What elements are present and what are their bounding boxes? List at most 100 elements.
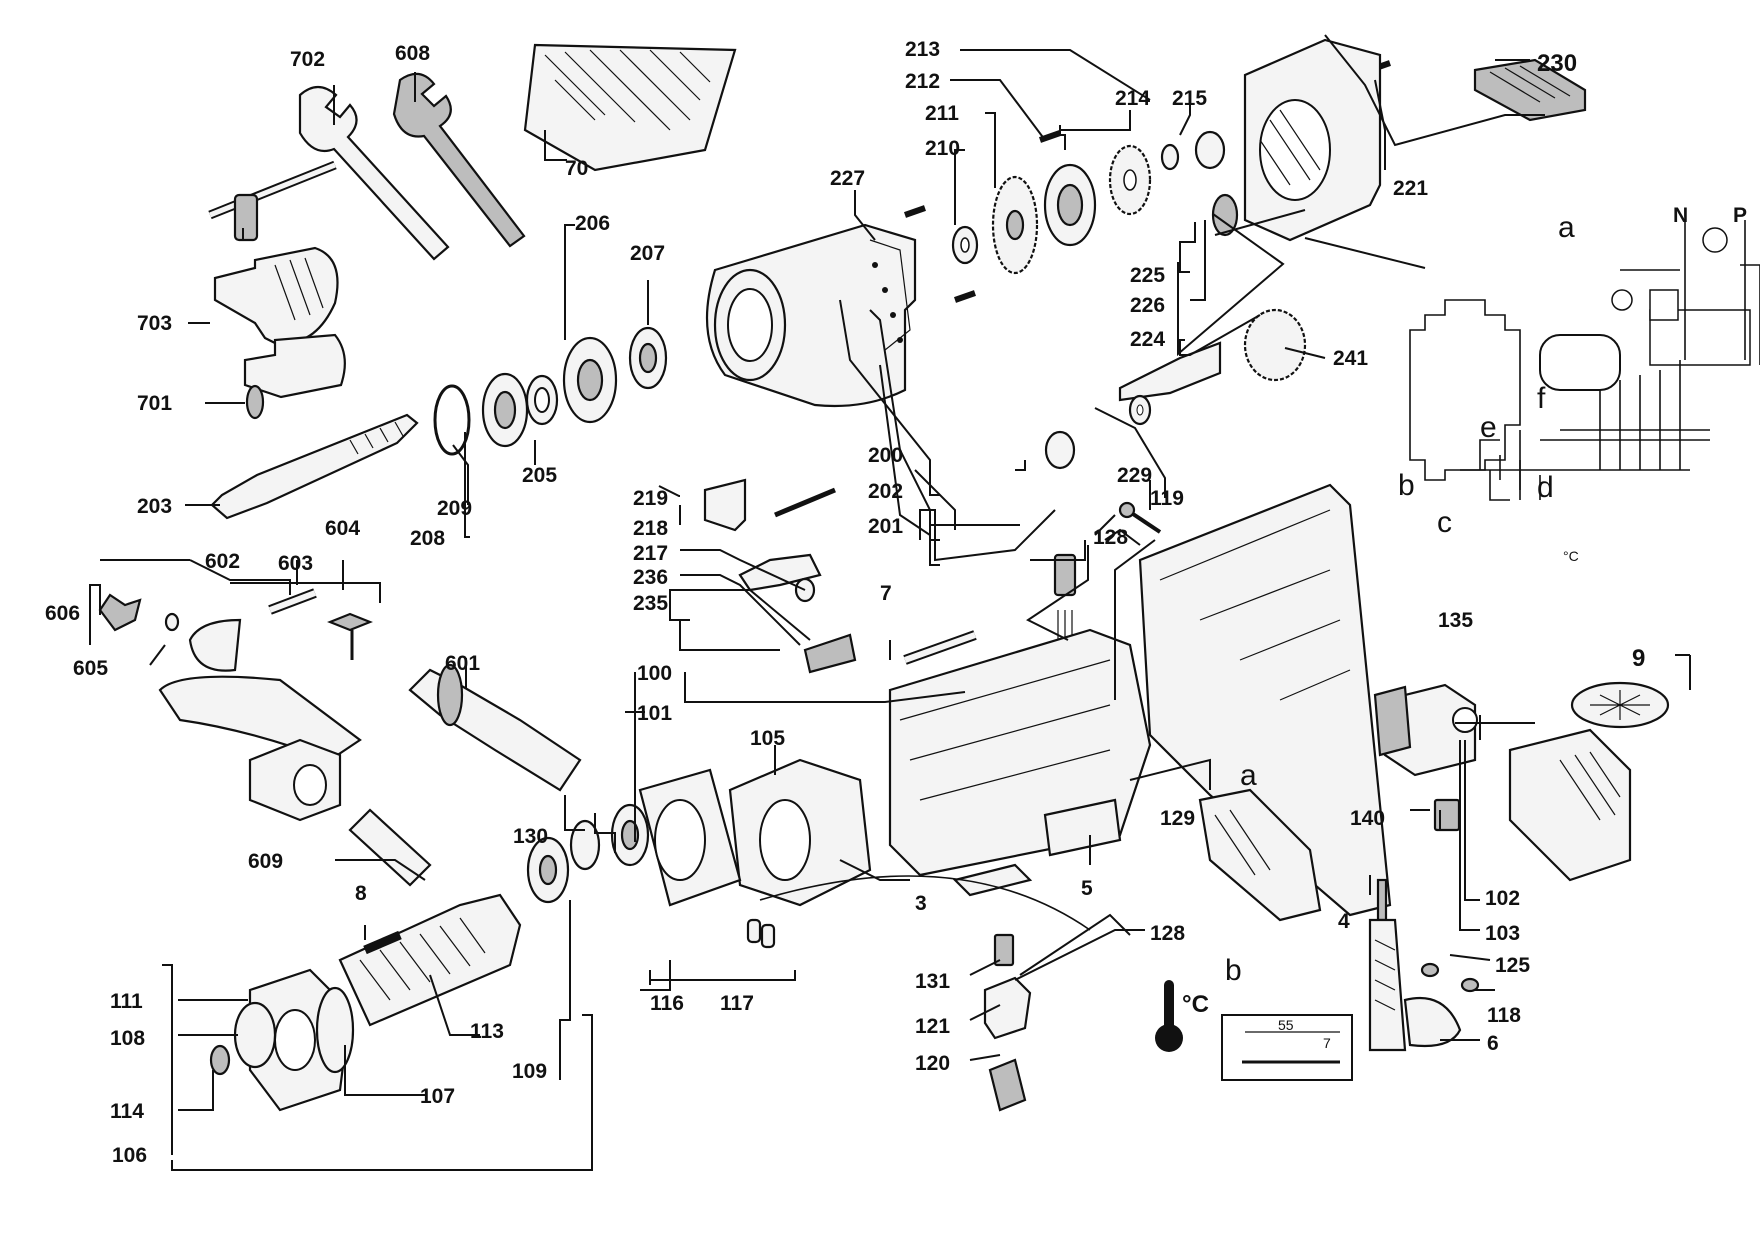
switch-129-icon	[1198, 788, 1322, 922]
callout-105: 105	[750, 727, 785, 750]
callout-207: 207	[630, 242, 665, 265]
callout-113: 113	[470, 1020, 504, 1043]
adapter-701-icon	[243, 333, 346, 420]
dimension-55: 55	[1278, 1017, 1294, 1033]
disc-9-icon	[1570, 681, 1670, 729]
bearing-101-icon	[610, 803, 650, 867]
callout-230: 230	[1537, 50, 1577, 77]
callout-125: 125	[1495, 954, 1530, 977]
retaining-ring-209-icon	[433, 384, 471, 456]
washer-210-icon	[951, 225, 979, 265]
callout-102: 102	[1485, 887, 1520, 910]
callout-225: 225	[1130, 264, 1165, 287]
marker-N: N	[1673, 204, 1688, 227]
gear-107-icon	[315, 986, 355, 1074]
sleeve-icon	[1194, 130, 1226, 170]
temp-symbol-small: °C	[1563, 548, 1579, 564]
marker-c-schematic: c	[1437, 506, 1452, 539]
callout-219: 219	[633, 487, 668, 510]
callout-210: 210	[925, 137, 960, 160]
marker-a-top: a	[1558, 211, 1575, 244]
callout-116: 116	[650, 992, 684, 1015]
callout-603: 603	[278, 552, 313, 575]
leader-lines	[89, 34, 1691, 1171]
callout-117: 117	[720, 992, 754, 1015]
callout-106: 106	[112, 1144, 147, 1167]
callout-701: 701	[137, 392, 172, 415]
spanner-608-icon	[392, 72, 526, 248]
callout-229: 229	[1117, 464, 1152, 487]
callout-213: 213	[905, 38, 940, 61]
side-handle-clamp-602-icon	[158, 618, 362, 822]
spindle-203-icon	[210, 413, 419, 520]
callout-224: 224	[1130, 328, 1165, 351]
callout-703: 703	[137, 312, 172, 335]
washer-215-icon	[1160, 143, 1180, 171]
callout-119: 119	[1150, 487, 1184, 510]
callout-128-top: 128	[1093, 526, 1128, 549]
callout-70: 70	[565, 157, 588, 180]
callout-215: 215	[1172, 87, 1207, 110]
dimension-7: 7	[1323, 1035, 1331, 1051]
washer-605-icon	[164, 612, 180, 632]
callout-217: 217	[633, 542, 668, 565]
callout-608: 608	[395, 42, 430, 65]
callout-118: 118	[1487, 1004, 1521, 1027]
screw-118-icon	[1460, 977, 1480, 993]
pins-117-icon	[746, 918, 776, 949]
callout-131: 131	[915, 970, 950, 993]
marker-f-schematic: f	[1537, 382, 1546, 415]
thermometer-icon	[1155, 980, 1183, 1052]
callout-129: 129	[1160, 807, 1195, 830]
callout-605: 605	[73, 657, 108, 680]
marker-b-schematic: b	[1398, 469, 1415, 502]
gear-214-icon	[1108, 144, 1152, 216]
callout-120: 120	[915, 1052, 950, 1075]
callout-8: 8	[355, 882, 367, 905]
bearing-208-icon	[481, 372, 529, 448]
fan-108-icon	[233, 1001, 277, 1069]
auxiliary-handle-4-icon	[1368, 878, 1407, 1052]
bearing-109-icon	[526, 836, 570, 904]
callout-101: 101	[637, 702, 672, 725]
marker-P: P	[1733, 204, 1747, 227]
callout-107: 107	[420, 1085, 455, 1108]
callout-121: 121	[915, 1015, 950, 1038]
callout-226: 226	[1130, 294, 1165, 317]
temp-symbol-large: °C	[1182, 991, 1209, 1018]
marker-e-schematic: e	[1480, 411, 1497, 444]
callout-702: 702	[290, 48, 325, 71]
brush-holder-121-icon	[983, 976, 1032, 1040]
screw-125-icon	[1420, 962, 1440, 978]
callout-203: 203	[137, 495, 172, 518]
gear-housing-227-icon	[705, 223, 917, 408]
screw-7-icon	[903, 630, 977, 665]
marker-d-schematic: d	[1537, 471, 1554, 504]
callout-4: 4	[1338, 910, 1350, 933]
screw-119-icon	[1118, 501, 1162, 534]
callout-202: 202	[868, 480, 903, 503]
ring-130-icon	[569, 819, 601, 871]
callout-100: 100	[637, 662, 672, 685]
callout-130: 130	[513, 825, 548, 848]
wrench-702-icon	[298, 85, 450, 261]
callout-212: 212	[905, 70, 940, 93]
marker-a-middle: a	[1240, 759, 1257, 792]
callout-209: 209	[437, 497, 472, 520]
label-plate-3-icon	[952, 863, 1033, 897]
callout-128-bottom: 128	[1150, 922, 1185, 945]
slider-235-icon	[803, 633, 857, 674]
bearing-206-icon	[562, 336, 618, 424]
washer-229-icon	[1128, 394, 1152, 426]
callout-5: 5	[1081, 877, 1093, 900]
gear-211-icon	[991, 175, 1039, 275]
callout-140: 140	[1350, 807, 1385, 830]
field-coil-105-icon	[728, 758, 1091, 931]
clutch-212-icon	[1043, 163, 1097, 247]
callout-221: 221	[1393, 177, 1428, 200]
nameplate-5-icon	[1043, 798, 1122, 857]
callout-211: 211	[925, 102, 959, 125]
carbon-brush-131-icon	[993, 933, 1015, 967]
screw-603-icon	[268, 588, 317, 615]
